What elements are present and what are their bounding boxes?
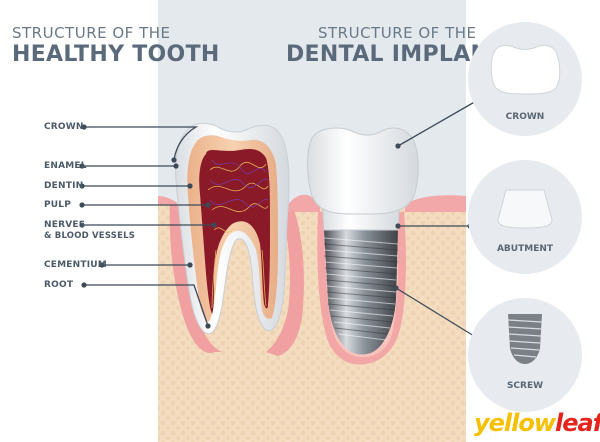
brand-logo-part1: yellow	[474, 409, 556, 437]
brand-logo: yellowleaf	[474, 409, 600, 437]
crown-part-icon	[490, 44, 561, 95]
label-nerves: NERVES	[44, 220, 86, 230]
part-circle-crown	[468, 22, 582, 136]
part-label-abutment: ABUTMENT	[496, 244, 554, 254]
label-dentin: DENTIN	[44, 181, 84, 191]
part-label-screw: SCREW	[506, 381, 544, 391]
leader-dot	[205, 323, 211, 329]
leader-dot	[393, 285, 399, 291]
screw-part-icon	[507, 314, 543, 364]
label-cementium: CEMENTIUM	[44, 260, 107, 270]
part-circle-abutment	[468, 160, 582, 274]
leader-dot	[79, 202, 85, 208]
leader-dot	[187, 183, 193, 189]
part-label-crown: CROWN	[505, 112, 545, 122]
label-enamel: ENAMEL	[44, 161, 87, 171]
leader-dot	[395, 223, 401, 229]
leader-dot	[171, 157, 177, 163]
brand-logo-part2: leaf	[555, 409, 600, 437]
part-circle-screw	[468, 298, 582, 412]
implant-screw	[323, 230, 399, 355]
leader-dot	[79, 222, 85, 228]
healthy-tooth	[175, 122, 290, 335]
leader-dot	[81, 124, 87, 130]
healthy-title-main: HEALTHY TOOTH	[12, 42, 220, 67]
abutment-part-icon	[497, 189, 553, 229]
leader-dot	[81, 282, 87, 288]
leader-dot	[173, 163, 179, 169]
leader-dot	[99, 262, 105, 268]
leader-lines	[82, 99, 479, 337]
leader-dot	[211, 222, 217, 228]
label-pulp: PULP	[44, 200, 72, 210]
healthy-title-top: STRUCTURE OF THE	[12, 24, 171, 42]
leader-dot	[395, 143, 401, 149]
label-root: ROOT	[44, 280, 74, 290]
implant-title-main: DENTAL IMPLANT	[286, 42, 505, 67]
implant-title-top: STRUCTURE OF THE	[318, 24, 477, 42]
leader-dot	[187, 262, 193, 268]
leader-dot	[79, 183, 85, 189]
leader-dot	[205, 202, 211, 208]
leader-dot	[79, 163, 85, 169]
implant-crown	[307, 127, 419, 215]
label-crown: CROWN	[44, 122, 84, 132]
label-blood-vessels: & BLOOD VESSELS	[44, 231, 136, 241]
